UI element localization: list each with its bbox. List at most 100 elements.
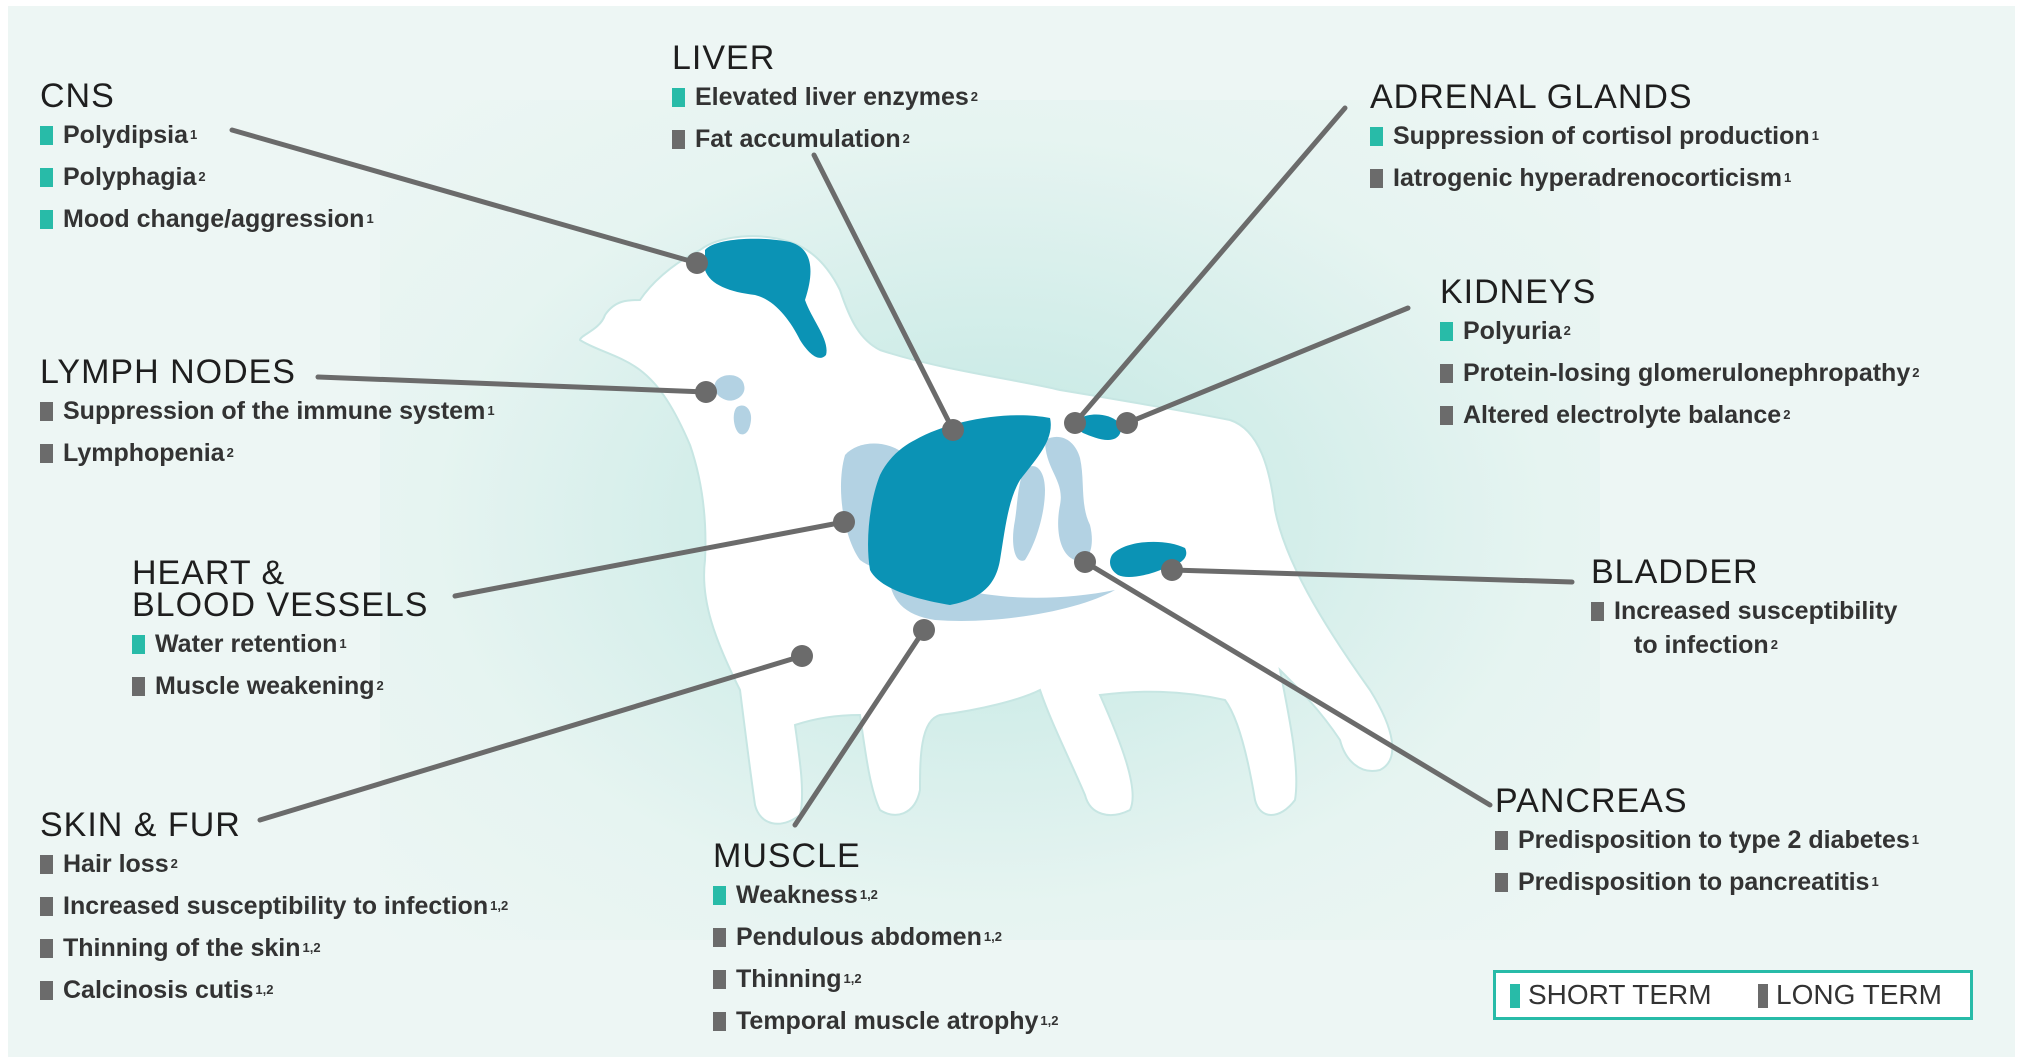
long-term-marker <box>40 444 53 463</box>
list-item: Calcinosis cutis1,2 <box>40 971 508 1013</box>
short-term-swatch <box>1510 984 1520 1008</box>
long-term-marker <box>1495 873 1508 892</box>
short-term-marker <box>40 210 53 229</box>
adrenal-leader-line <box>1075 108 1345 423</box>
long-term-marker <box>1440 406 1453 425</box>
long-term-marker <box>40 939 53 958</box>
kidneys-pointer-dot <box>1116 412 1138 434</box>
long-term-marker <box>132 677 145 696</box>
skin-pointer-dot <box>791 645 813 667</box>
long-term-marker <box>40 897 53 916</box>
long-term-marker <box>40 855 53 874</box>
cns-pointer-dot <box>686 252 708 274</box>
legend-short-term: SHORT TERM <box>1510 973 1712 1017</box>
list-item: Increased susceptibility to infection1,2 <box>40 887 508 929</box>
long-term-marker <box>1495 831 1508 850</box>
heart-pointer-dot <box>833 511 855 533</box>
list-item: Altered electrolyte balance2 <box>1440 396 1919 438</box>
kidneys-title: KIDNEYS <box>1440 276 1919 308</box>
heart-list: Water retention1 Muscle weakening2 <box>132 625 428 709</box>
legend-long-term: LONG TERM <box>1758 973 1942 1017</box>
long-term-marker <box>713 1012 726 1031</box>
lymph-nodes-group: LYMPH NODES Suppression of the immune sy… <box>40 356 495 476</box>
liver-title: LIVER <box>672 42 978 74</box>
pancreas-title: PANCREAS <box>1495 785 1919 817</box>
short-term-marker <box>1370 127 1383 146</box>
bladder-group: BLADDER Increased susceptibilityto infec… <box>1591 556 1897 664</box>
long-term-marker <box>1370 169 1383 188</box>
short-term-marker <box>713 886 726 905</box>
pancreas-pointer-dot <box>1074 551 1096 573</box>
skin-fur-title: SKIN & FUR <box>40 809 508 841</box>
long-term-marker <box>713 970 726 989</box>
list-item: Elevated liver enzymes2 <box>672 78 978 120</box>
legend: SHORT TERM LONG TERM <box>1493 970 1973 1020</box>
lymph-nodes-title: LYMPH NODES <box>40 356 495 388</box>
cns-title: CNS <box>40 80 374 112</box>
adrenal-glands-title: ADRENAL GLANDS <box>1370 81 1819 113</box>
muscle-title: MUSCLE <box>713 840 1058 872</box>
liver-pointer-dot <box>942 419 964 441</box>
adrenal-glands-list: Suppression of cortisol production1 Iatr… <box>1370 117 1819 201</box>
short-term-marker <box>672 88 685 107</box>
legend-short-label: SHORT TERM <box>1528 979 1712 1010</box>
long-term-marker <box>672 130 685 149</box>
short-term-marker <box>132 635 145 654</box>
adrenal-glands-group: ADRENAL GLANDS Suppression of cortisol p… <box>1370 81 1819 201</box>
long-term-marker <box>40 981 53 1000</box>
muscle-pointer-dot <box>913 619 935 641</box>
list-item: Suppression of the immune system1 <box>40 392 495 434</box>
long-term-marker <box>1440 364 1453 383</box>
kidneys-leader-line <box>1127 308 1408 423</box>
heart-title: HEART & BLOOD VESSELS <box>132 557 428 621</box>
long-term-marker <box>713 928 726 947</box>
pancreas-group: PANCREAS Predisposition to type 2 diabet… <box>1495 785 1919 905</box>
long-term-marker <box>40 402 53 421</box>
list-item: Muscle weakening2 <box>132 667 428 709</box>
bladder-pointer-dot <box>1161 559 1183 581</box>
lymph-pointer-dot <box>695 381 717 403</box>
long-term-marker <box>1591 602 1604 621</box>
short-term-marker <box>40 168 53 187</box>
long-term-swatch <box>1758 984 1768 1008</box>
adrenal-pointer-dot <box>1064 412 1086 434</box>
short-term-marker <box>1440 322 1453 341</box>
bladder-title: BLADDER <box>1591 556 1897 588</box>
legend-long-label: LONG TERM <box>1776 979 1942 1010</box>
short-term-marker <box>40 126 53 145</box>
